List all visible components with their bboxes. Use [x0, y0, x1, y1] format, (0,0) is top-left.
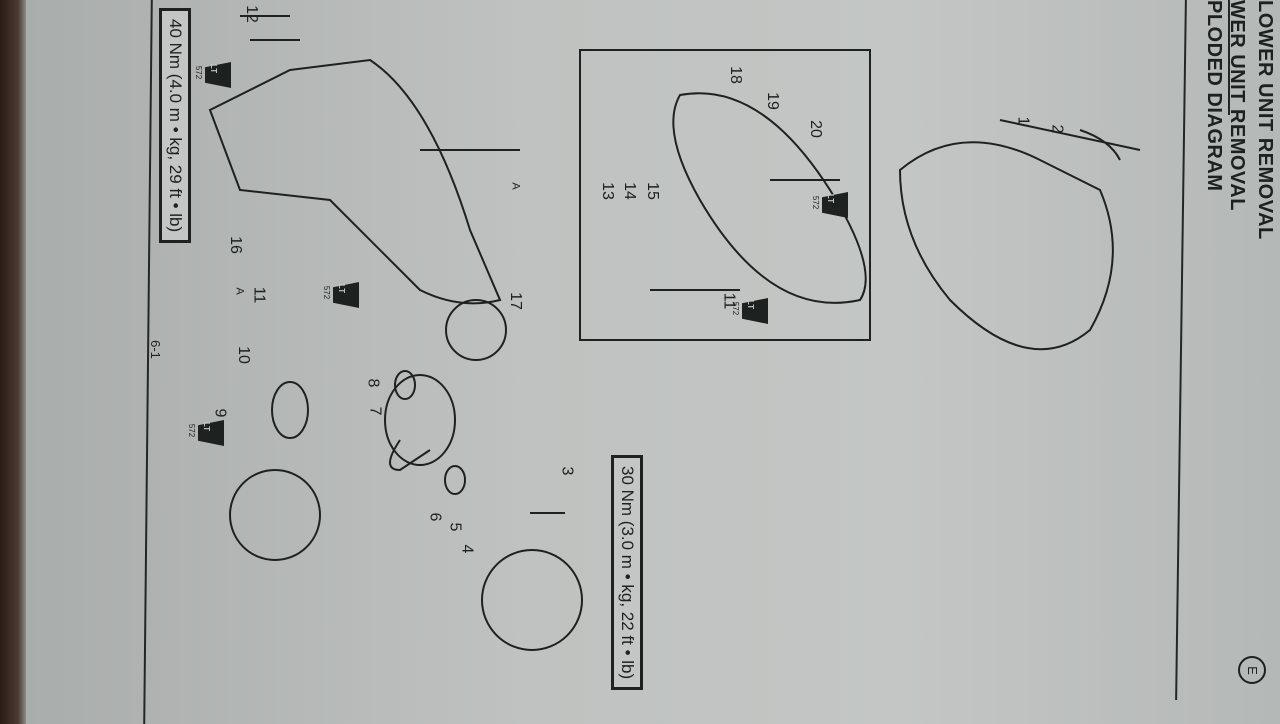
page-title-line1: WER UNIT REMOVAL — [1226, 0, 1248, 211]
callout-5: 5 — [446, 522, 464, 532]
page-title-line2: PLODED DIAGRAM — [1203, 0, 1225, 192]
callout-1: 1 — [1014, 116, 1032, 126]
callout-18: 18 — [726, 66, 744, 84]
propeller — [384, 374, 456, 466]
callout-15: 15 — [643, 182, 661, 200]
callout-8: 8 — [364, 378, 382, 388]
header-tab-border — [1228, 0, 1230, 115]
manual-page — [26, 0, 1280, 724]
callout-7: 7 — [366, 406, 384, 416]
grease-mark: A — [509, 182, 522, 190]
callout-4: 4 — [458, 544, 476, 554]
callout-9: 9 — [211, 408, 229, 418]
callout-17: 17 — [506, 292, 524, 310]
photo-background-edge — [0, 0, 26, 724]
callout-20: 20 — [806, 120, 824, 138]
torque-spec-40nm: 40 Nm (4.0 m • kg, 29 ft • lb) — [159, 8, 191, 244]
callout-3: 3 — [558, 466, 576, 476]
torque-spec-30nm: 30 Nm (3.0 m • kg, 22 ft • lb) — [611, 455, 643, 691]
grease-mark: A — [233, 287, 246, 295]
callout-11: 11 — [250, 286, 268, 304]
callout-12: 12 — [242, 5, 260, 23]
upper-casing — [898, 141, 1114, 351]
callout-2: 2 — [1048, 124, 1066, 134]
callout-16: 16 — [226, 236, 244, 254]
anode — [271, 381, 309, 439]
callout-6: 6 — [426, 512, 444, 522]
inset-box — [579, 49, 871, 341]
callout-10: 10 — [234, 346, 252, 364]
callout-19: 19 — [763, 92, 781, 110]
language-badge: E — [1238, 656, 1266, 684]
lower-unit-housing — [208, 58, 502, 305]
inset-plate — [672, 92, 867, 304]
page-number: 6-1 — [147, 340, 163, 359]
section-tab-title: LOWER UNIT REMOVAL — [1254, 0, 1276, 240]
callout-14: 14 — [620, 182, 638, 200]
callout-11-inset: 11 — [720, 292, 738, 310]
callout-13: 13 — [598, 182, 616, 200]
